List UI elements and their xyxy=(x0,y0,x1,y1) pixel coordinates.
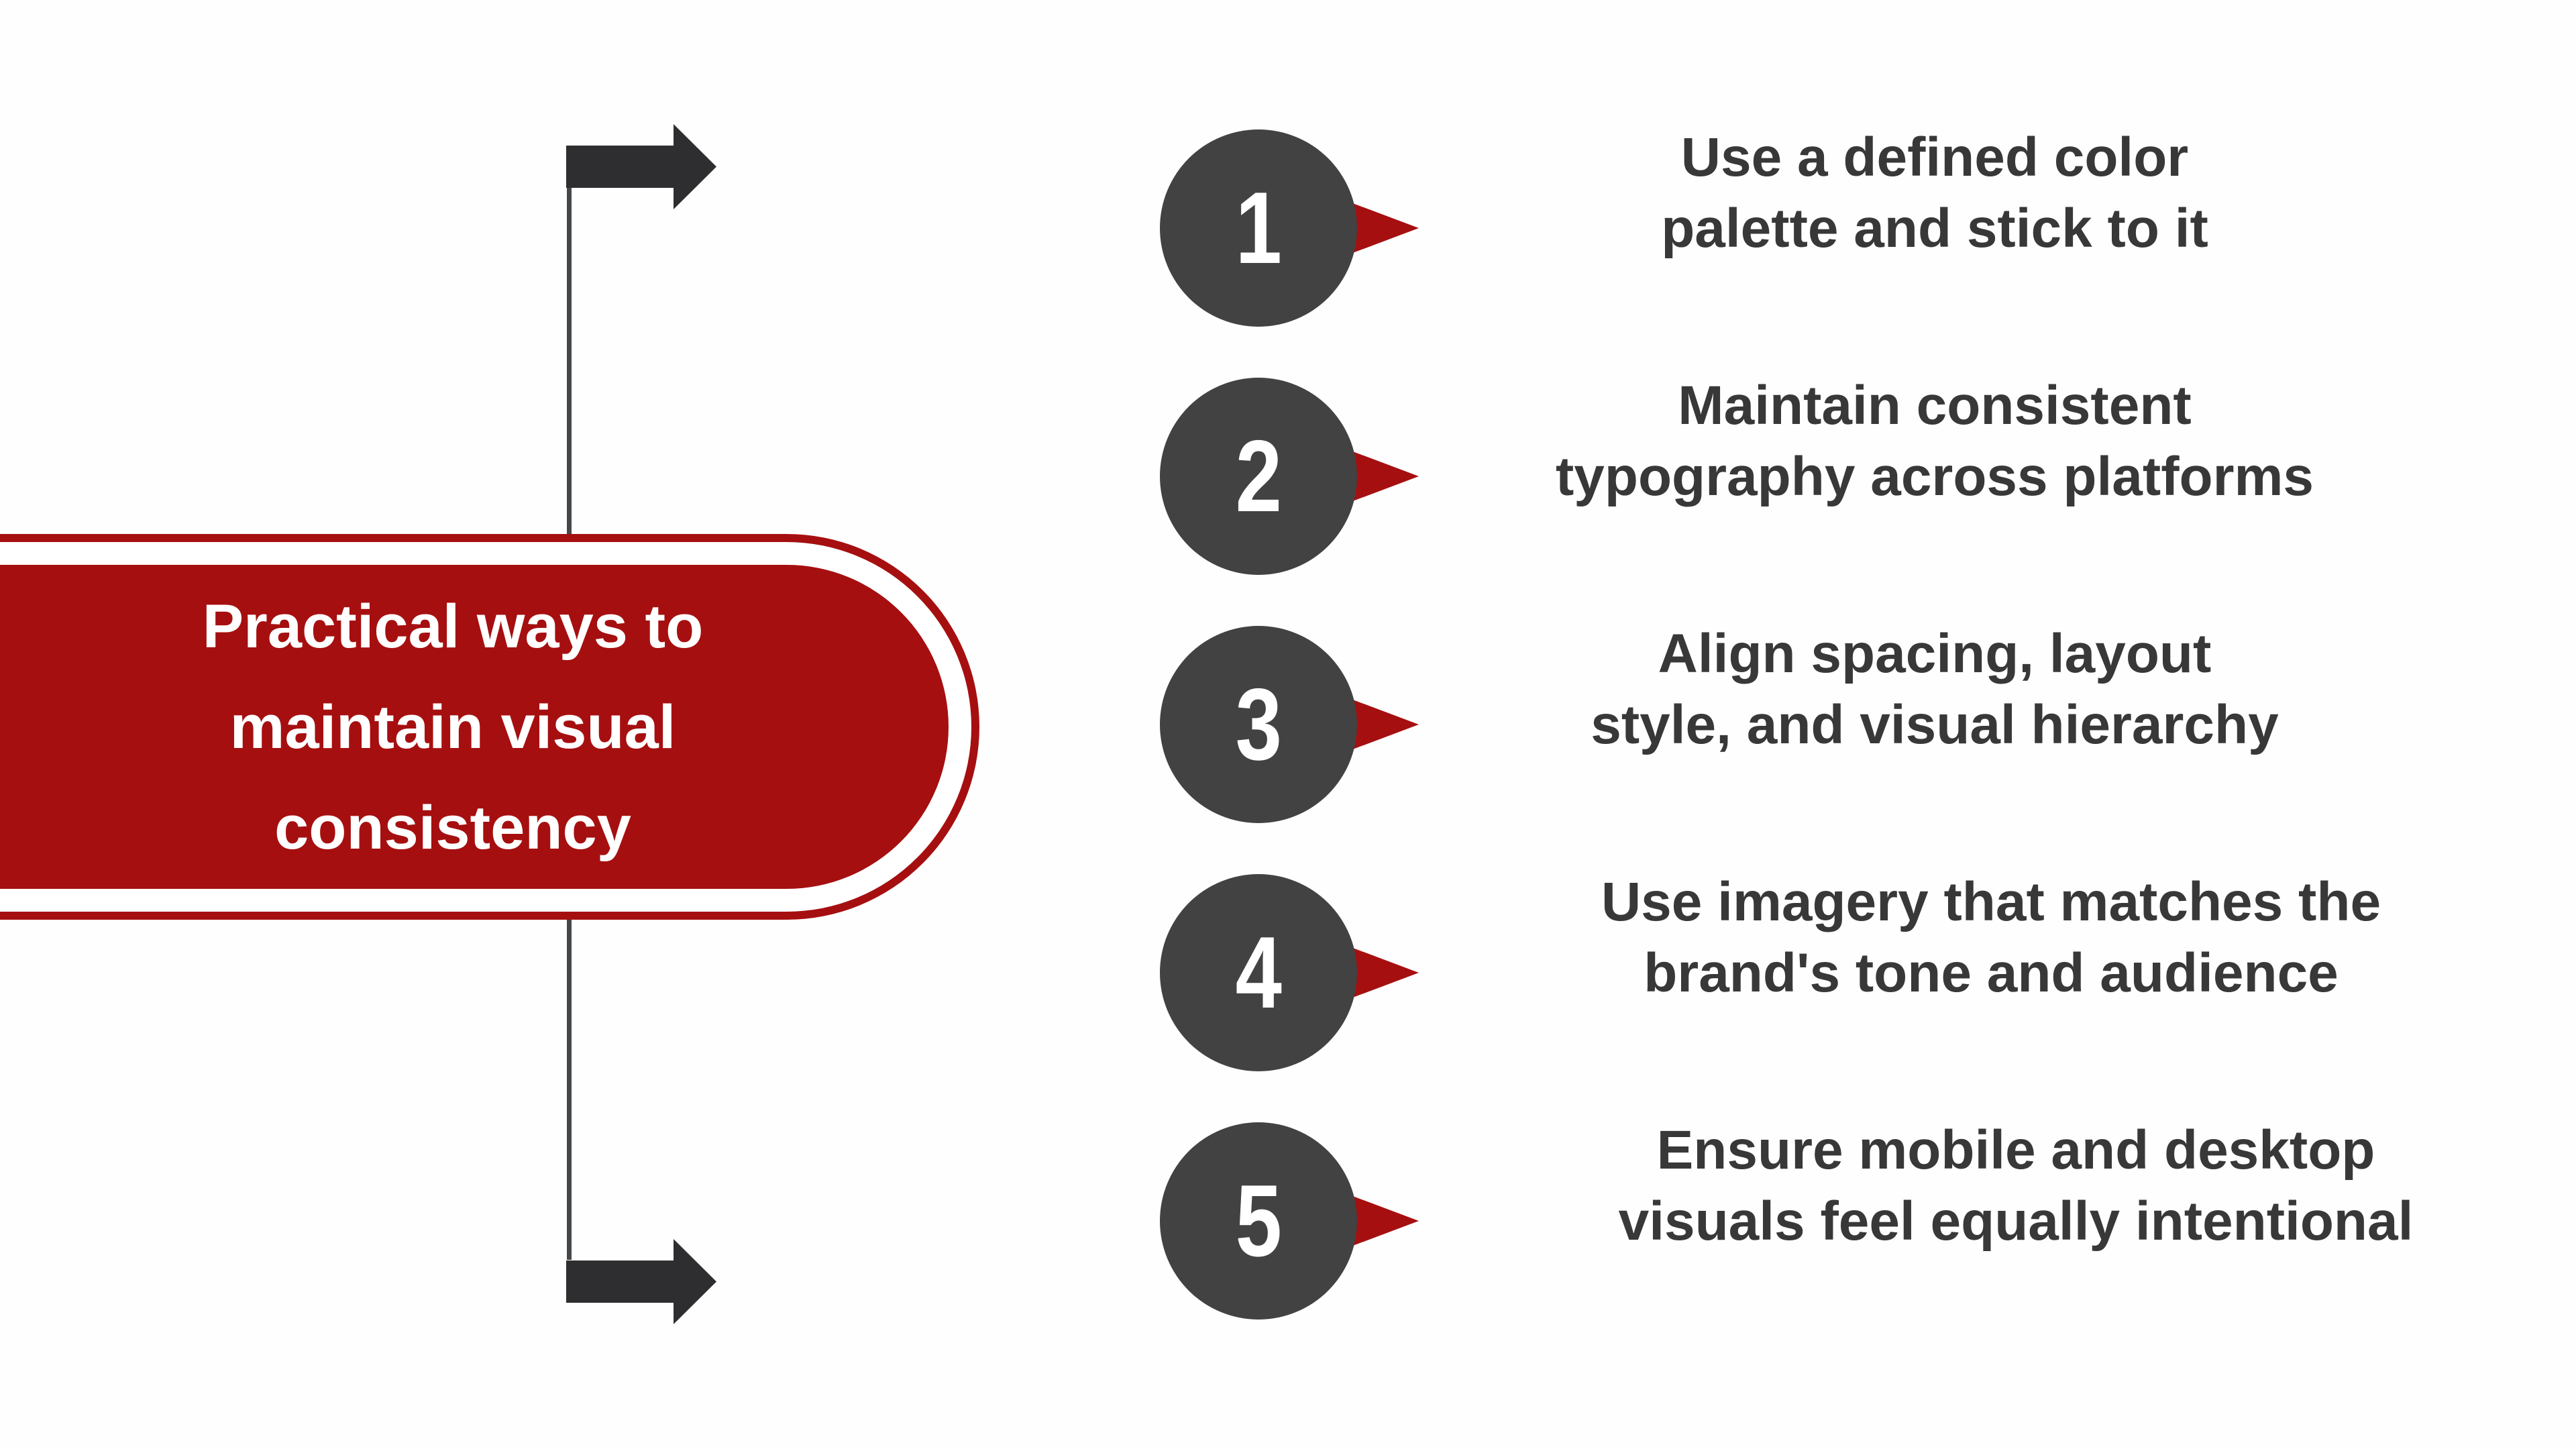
title-pill-fill: Practical ways to maintain visual consis… xyxy=(0,565,949,889)
arrow-body xyxy=(566,146,674,188)
page-title-line: consistency xyxy=(274,793,631,862)
title-pill: Practical ways to maintain visual consis… xyxy=(0,534,979,920)
step-number: 3 xyxy=(1235,667,1282,782)
step-text-line: Maintain consistent xyxy=(1678,375,2192,436)
step-number: 4 xyxy=(1235,916,1282,1030)
step-number: 2 xyxy=(1235,419,1282,533)
step-text-line: typography across platforms xyxy=(1555,446,2314,507)
page-title-line: Practical ways to xyxy=(202,592,704,661)
step-number: 5 xyxy=(1235,1164,1282,1278)
step-text-line: style, and visual hierarchy xyxy=(1591,694,2279,755)
step-number-badge: 3 xyxy=(1160,626,1357,823)
step-number-badge: 4 xyxy=(1160,874,1357,1071)
arrow-body xyxy=(566,1260,674,1303)
step-text: Use a defined color palette and stick to… xyxy=(1432,122,2438,264)
step-number-badge: 5 xyxy=(1160,1122,1357,1320)
step-text-line: visuals feel equally intentional xyxy=(1618,1191,2414,1252)
step-text-line: Use imagery that matches the xyxy=(1601,871,2381,932)
step-text-line: Ensure mobile and desktop xyxy=(1656,1120,2375,1181)
title-pill-inner-ring: Practical ways to maintain visual consis… xyxy=(0,542,971,912)
page-title-line: maintain visual xyxy=(229,692,676,761)
arrow-head xyxy=(674,124,716,209)
step-text-line: brand's tone and audience xyxy=(1644,943,2339,1004)
step-text-line: Use a defined color xyxy=(1680,127,2189,188)
step-number-badge: 1 xyxy=(1160,129,1357,327)
step-number-badge: 2 xyxy=(1160,378,1357,575)
flow-arrow-bottom-icon xyxy=(566,1239,716,1324)
flow-arrow-top-icon xyxy=(566,124,716,209)
step-text: Align spacing, layout style, and visual … xyxy=(1432,619,2438,761)
arrow-head xyxy=(674,1239,716,1324)
step-number: 1 xyxy=(1235,171,1282,285)
step-text-line: palette and stick to it xyxy=(1661,198,2208,259)
step-text: Ensure mobile and desktop visuals feel e… xyxy=(1513,1115,2519,1257)
step-text-line: Align spacing, layout xyxy=(1658,623,2212,684)
step-text: Use imagery that matches the brand's ton… xyxy=(1488,867,2494,1009)
step-text: Maintain consistent typography across pl… xyxy=(1432,370,2438,513)
